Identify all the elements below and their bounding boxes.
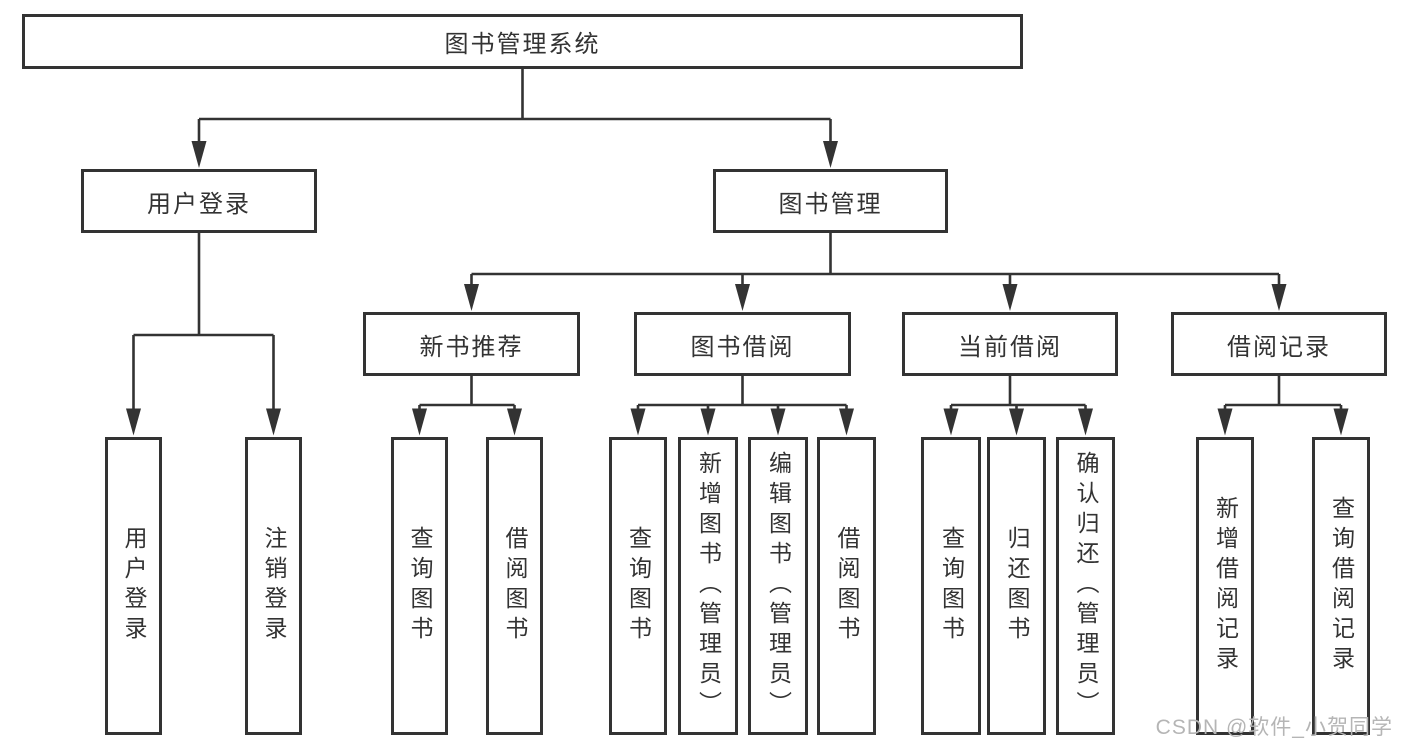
leaf-query-books-recommend: 查询图书	[391, 437, 448, 735]
csdn-watermark: CSDN @软件_小贺同学	[1155, 716, 1393, 739]
leaf-return-books: 归还图书	[987, 437, 1046, 735]
leaf-user-login: 用户登录	[105, 437, 162, 735]
leaf-borrow-books: 借阅图书	[817, 437, 876, 735]
node-user-login: 用户登录	[81, 169, 317, 233]
leaf-borrow-books-recommend-label: 借阅图书	[502, 526, 528, 646]
leaf-borrow-books-label: 借阅图书	[834, 526, 860, 646]
leaf-confirm-return-admin-label: 确认归还（管理员）	[1073, 451, 1099, 721]
leaf-edit-books-admin: 编辑图书（管理员）	[748, 437, 808, 735]
leaf-add-borrow-record-label: 新增借阅记录	[1212, 496, 1239, 676]
node-current-borrow-label: 当前借阅	[958, 333, 1062, 361]
leaf-return-books-label: 归还图书	[1004, 526, 1030, 646]
leaf-query-borrow-record-label: 查询借阅记录	[1328, 496, 1355, 676]
leaf-borrow-books-recommend: 借阅图书	[486, 437, 543, 735]
leaf-query-books-recommend-label: 查询图书	[407, 526, 433, 646]
leaf-query-books-borrow: 查询图书	[609, 437, 667, 735]
node-borrow-records: 借阅记录	[1171, 312, 1387, 376]
leaf-query-borrow-record: 查询借阅记录	[1312, 437, 1370, 735]
node-new-book-recommend-label: 新书推荐	[419, 333, 524, 361]
node-book-management: 图书管理	[713, 169, 948, 233]
node-borrow-records-label: 借阅记录	[1227, 333, 1331, 361]
node-user-login-label: 用户登录	[147, 190, 251, 218]
leaf-add-borrow-record: 新增借阅记录	[1196, 437, 1254, 735]
leaf-user-login-label: 用户登录	[121, 526, 147, 646]
leaf-logout-label: 注销登录	[261, 526, 287, 646]
leaf-add-books-admin-label: 新增图书（管理员）	[695, 451, 722, 721]
node-book-management-label: 图书管理	[778, 190, 883, 218]
leaf-edit-books-admin-label: 编辑图书（管理员）	[765, 451, 792, 721]
node-book-borrow: 图书借阅	[634, 312, 851, 376]
leaf-add-books-admin: 新增图书（管理员）	[678, 437, 738, 735]
node-root: 图书管理系统	[22, 14, 1023, 69]
leaf-query-books-current: 查询图书	[921, 437, 981, 735]
node-current-borrow: 当前借阅	[902, 312, 1118, 376]
leaf-query-books-current-label: 查询图书	[938, 526, 965, 646]
node-new-book-recommend: 新书推荐	[363, 312, 580, 376]
node-book-borrow-label: 图书借阅	[690, 333, 795, 361]
leaf-confirm-return-admin: 确认归还（管理员）	[1056, 437, 1115, 735]
leaf-logout: 注销登录	[245, 437, 302, 735]
leaf-query-books-borrow-label: 查询图书	[625, 526, 652, 646]
node-root-label: 图书管理系统	[444, 31, 601, 58]
